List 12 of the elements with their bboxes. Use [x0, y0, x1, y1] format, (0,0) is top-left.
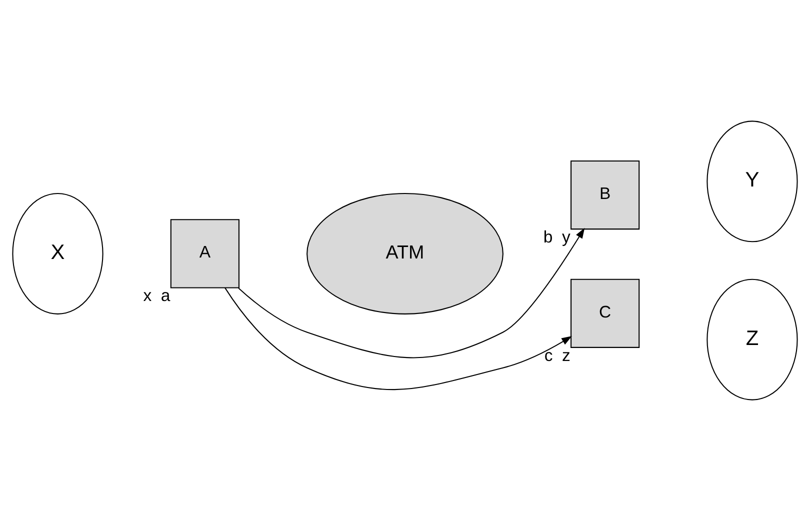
node-label: x a [143, 286, 170, 305]
arrow [224, 287, 572, 390]
node-ellipse: ATM [306, 192, 504, 314]
node-label: b y [543, 226, 570, 246]
node-box: A [170, 218, 240, 288]
node-ellipse: Z [706, 278, 798, 400]
arrow [238, 227, 585, 358]
node-box: C [570, 278, 640, 348]
node-ellipse: Y [706, 120, 798, 242]
node-ellipse: X [12, 192, 104, 314]
node-label: c z [544, 345, 570, 364]
node-box: B [570, 160, 640, 230]
